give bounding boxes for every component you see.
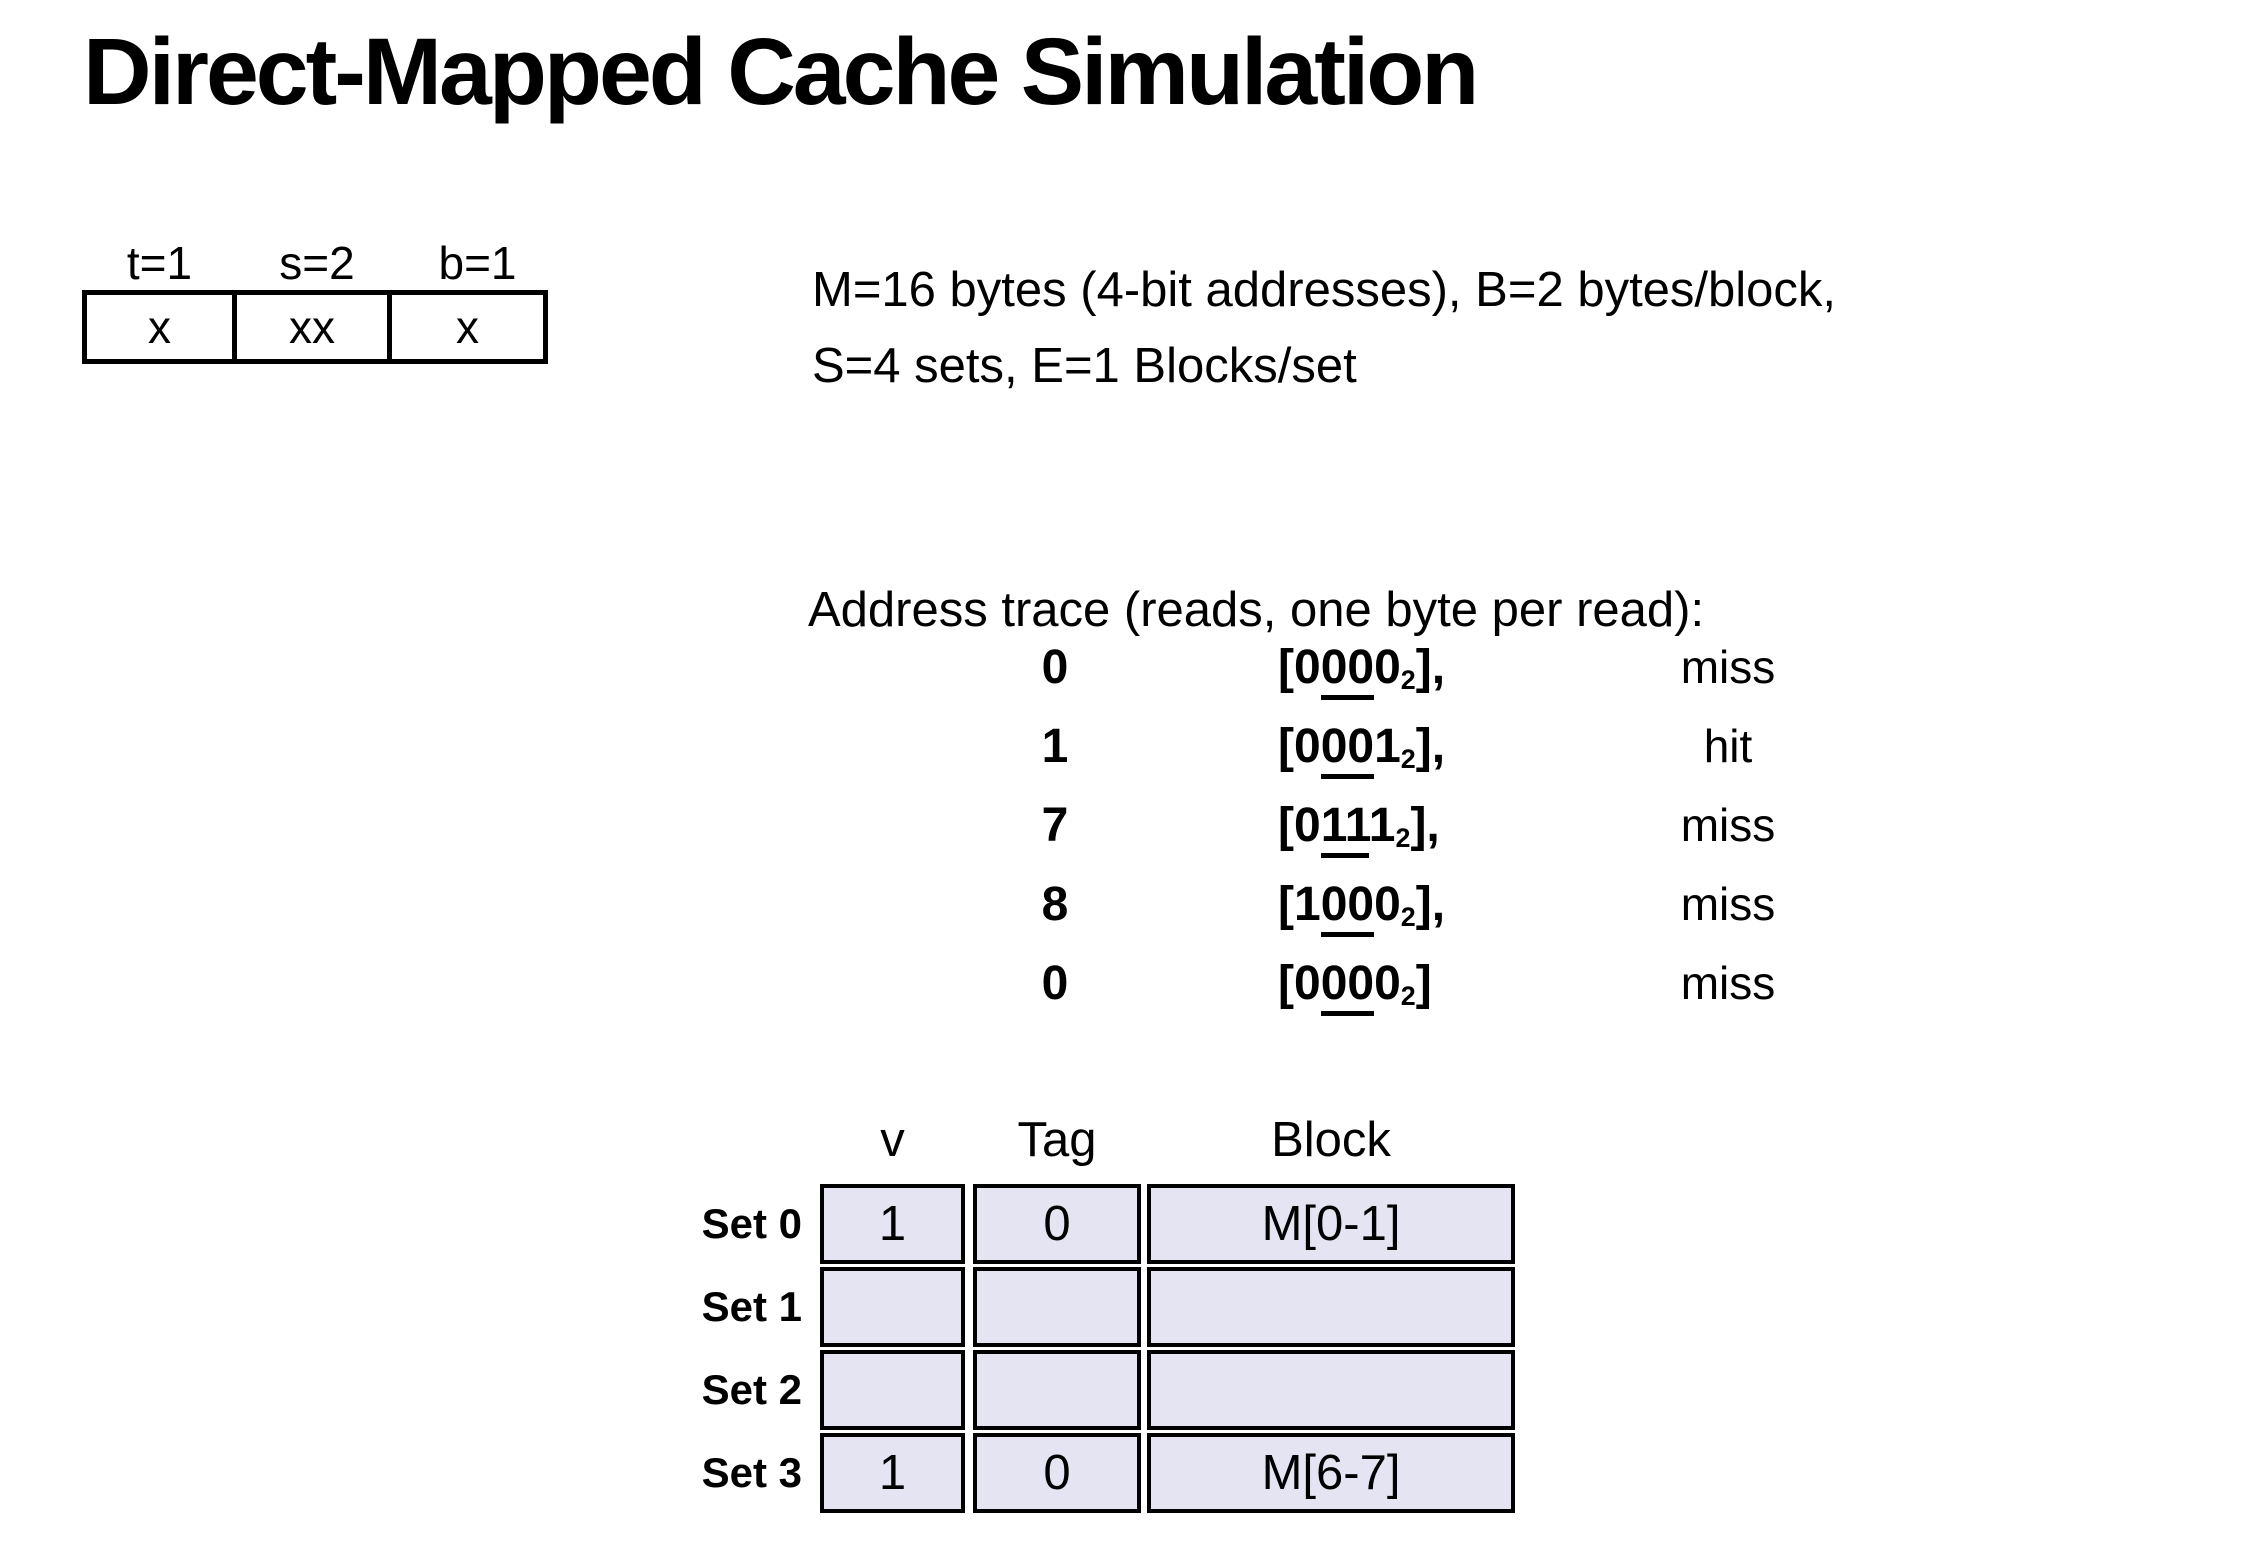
trace-binary-open: [ [1278, 720, 1294, 773]
tag-cell: 0 [973, 1184, 1141, 1264]
address-bitfield-diagram: t=1 s=2 b=1 x xx x [82, 238, 558, 364]
cache-set-row: Set 3 1 0 M[6-7] [560, 1433, 1515, 1513]
trace-result: miss [1680, 641, 1776, 693]
trace-binary-offset-bit: 1 [1368, 799, 1396, 852]
table-header-tag: Tag [1017, 1113, 1097, 1167]
trace-binary-set-bits: 00 [1320, 878, 1375, 937]
tag-cell [973, 1267, 1141, 1347]
trace-binary-set-bits: 00 [1320, 641, 1375, 700]
trace-binary-offset-bit: 0 [1374, 957, 1401, 1010]
trace-binary: [00002], [1278, 640, 1528, 700]
cache-set-row: Set 2 [560, 1350, 1515, 1430]
trace-binary-close: ], [1415, 878, 1446, 931]
set-label: Set 2 [701, 1366, 802, 1413]
valid-cell [820, 1350, 965, 1430]
trace-binary: [00012], [1278, 719, 1528, 779]
cache-parameters-text: M=16 bytes (4-bit addresses), B=2 bytes/… [812, 252, 1836, 404]
trace-binary-close: ], [1415, 641, 1446, 694]
trace-address: 0 [1041, 641, 1069, 694]
trace-binary-open: [ [1278, 799, 1294, 852]
address-trace-heading: Address trace (reads, one byte per read)… [808, 583, 1705, 637]
trace-binary: [01112], [1278, 798, 1528, 858]
trace-binary-tag-bit: 1 [1293, 878, 1321, 931]
bitfield-label-offset: b=1 [438, 237, 517, 289]
trace-result: miss [1680, 957, 1776, 1009]
trace-binary-base-subscript: 2 [1400, 980, 1416, 1011]
bitfield-labels: t=1 s=2 b=1 [82, 238, 558, 288]
tag-cell: 0 [973, 1433, 1141, 1513]
trace-binary-open: [ [1278, 957, 1294, 1010]
set-label: Set 0 [701, 1200, 802, 1247]
trace-binary-tag-bit: 0 [1293, 720, 1321, 773]
trace-binary-open: [ [1278, 878, 1294, 931]
trace-row: 8 [10002], miss [950, 877, 1818, 956]
trace-binary-close: ], [1415, 720, 1446, 773]
cache-set-row: Set 0 1 0 M[0-1] [560, 1184, 1515, 1264]
trace-result: hit [1703, 720, 1753, 772]
trace-address: 8 [1041, 878, 1069, 931]
tag-cell [973, 1350, 1141, 1430]
trace-binary-base-subscript: 2 [1400, 664, 1416, 695]
trace-address: 0 [1041, 957, 1069, 1010]
trace-binary-set-bits: 11 [1320, 799, 1369, 858]
cache-set-row: Set 1 [560, 1267, 1515, 1347]
set-label: Set 3 [701, 1449, 802, 1496]
trace-binary-open: [ [1278, 641, 1294, 694]
bitfield-cells: x xx x [82, 290, 558, 364]
block-cell [1147, 1350, 1515, 1430]
trace-binary-set-bits: 00 [1320, 720, 1375, 779]
trace-result: miss [1680, 799, 1776, 851]
bitfield-label-tag: t=1 [126, 237, 193, 289]
config-line-1: M=16 bytes (4-bit addresses), B=2 bytes/… [812, 263, 1837, 317]
block-cell [1147, 1267, 1515, 1347]
trace-binary-tag-bit: 0 [1293, 957, 1321, 1010]
table-header-block: Block [1271, 1113, 1391, 1167]
address-trace-list: 0 [00002], miss 1 [00012], hit 7 [01112]… [950, 640, 1818, 1035]
trace-binary-close: ], [1410, 799, 1440, 852]
trace-binary-tag-bit: 0 [1293, 641, 1321, 694]
cache-table-header: v Tag Block [820, 1112, 1515, 1168]
trace-address: 7 [1041, 799, 1069, 852]
trace-binary-offset-bit: 0 [1374, 641, 1401, 694]
bitfield-cell-offset: x [387, 290, 548, 364]
trace-binary-offset-bit: 0 [1374, 878, 1401, 931]
valid-cell: 1 [820, 1184, 965, 1264]
trace-row: 0 [00002], miss [950, 640, 1818, 719]
trace-binary-base-subscript: 2 [1400, 901, 1416, 932]
trace-binary-offset-bit: 1 [1374, 720, 1401, 773]
block-cell: M[0-1] [1147, 1184, 1515, 1264]
bitfield-cell-tag: x [82, 290, 237, 364]
slide-title: Direct-Mapped Cache Simulation [83, 19, 1479, 125]
trace-binary-set-bits: 00 [1320, 957, 1375, 1016]
trace-row: 1 [00012], hit [950, 719, 1818, 798]
trace-binary: [00002] [1278, 956, 1528, 1016]
set-label: Set 1 [701, 1283, 802, 1330]
trace-row: 0 [00002] miss [950, 956, 1818, 1035]
trace-binary-base-subscript: 2 [1395, 822, 1411, 853]
cache-table: Set 0 1 0 M[0-1] Set 1 Set 2 Set 3 1 0 M… [560, 1184, 1515, 1516]
trace-binary-close: ] [1415, 957, 1432, 1010]
trace-binary-tag-bit: 0 [1293, 799, 1321, 852]
bitfield-label-set: s=2 [279, 237, 355, 289]
block-cell: M[6-7] [1147, 1433, 1515, 1513]
trace-binary: [10002], [1278, 877, 1528, 937]
config-line-2: S=4 sets, E=1 Blocks/set [812, 339, 1357, 393]
trace-row: 7 [01112], miss [950, 798, 1818, 877]
bitfield-cell-set: xx [232, 290, 392, 364]
valid-cell [820, 1267, 965, 1347]
trace-binary-base-subscript: 2 [1400, 743, 1416, 774]
valid-cell: 1 [820, 1433, 965, 1513]
trace-address: 1 [1041, 720, 1069, 773]
table-header-valid: v [880, 1113, 905, 1167]
trace-result: miss [1680, 878, 1776, 930]
